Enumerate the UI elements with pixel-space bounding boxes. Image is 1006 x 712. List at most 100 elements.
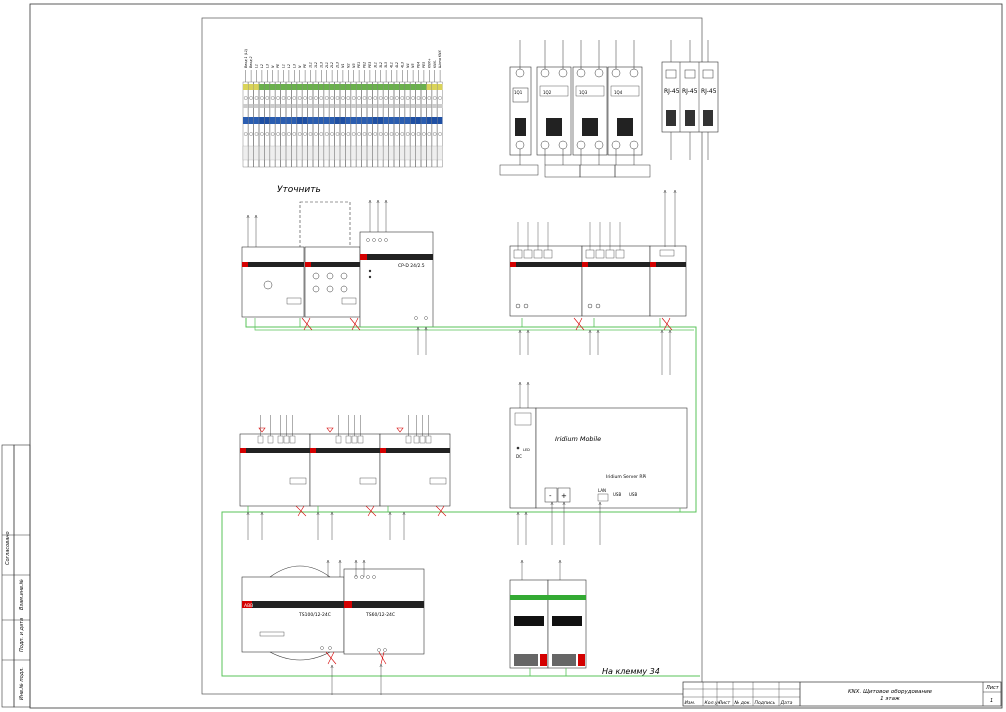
red-wire-marks — [258, 317, 673, 665]
terminal-label-36: KNX- — [433, 59, 437, 68]
stamp-col-2: Кол.уч — [705, 700, 721, 706]
terminal-label-20: N2 — [346, 63, 350, 68]
breaker-3: 1Q3 — [572, 40, 608, 165]
terminal-label-10: L3 — [292, 64, 296, 68]
iridium-server-group: DC LED Iridium Mobile Iridium Server RPi… — [509, 407, 688, 509]
terminal-label-15: 1L3 — [319, 62, 323, 68]
power-module-1 — [241, 246, 305, 318]
terminal-label-19: N1 — [341, 63, 345, 68]
led-label: LED — [523, 448, 530, 452]
stamp-col-1: Изм. — [685, 700, 696, 706]
stamp-col-6: Дата — [780, 700, 793, 706]
terminal-18: 2L3 — [334, 62, 340, 168]
terminal-33: PE4 — [415, 62, 421, 168]
drawing-frame — [201, 17, 703, 695]
terminal-label-8: L1 — [282, 64, 286, 68]
terminal-label-3: L1 — [255, 64, 259, 68]
stamp-sheet-number: 1 — [990, 698, 993, 704]
terminal-label-34: PE5 — [422, 62, 426, 68]
terminal-25: 3L1 — [372, 62, 378, 168]
terminal-label-25: 3L1 — [373, 62, 377, 68]
terminal-1: Ввод 1 (L1) — [242, 49, 249, 168]
knx-bus-wire — [221, 318, 700, 677]
wire-stubs — [246, 189, 677, 695]
terminal-label-29: 4L2 — [395, 62, 399, 68]
rj45-label-1: RJ-45 — [664, 88, 680, 95]
red-wire-1 — [301, 317, 313, 331]
terminal-label-35: KNX+ — [427, 58, 431, 68]
stamp-col-4: № док. — [734, 700, 751, 706]
terminal-label-32: N5 — [411, 63, 415, 68]
terminal-label-21: N3 — [352, 63, 356, 68]
terminal-label-31: N4 — [406, 63, 410, 68]
outer-frame — [29, 3, 1003, 709]
to-terminal-label: На клемму 34 — [602, 667, 660, 676]
terminal-36: KNX- — [431, 59, 438, 168]
stamp-sheet-label: Лист — [985, 685, 1000, 691]
terminal-30: 4L3 — [399, 62, 405, 168]
terminal-label-16: 2L1 — [325, 62, 329, 68]
side-label-podp: Подп. и дата — [19, 618, 25, 652]
cp-d-label: CP-D 24/2.5 — [398, 263, 425, 269]
terminal-20: N2 — [345, 63, 351, 168]
red-triangle-3 — [396, 427, 404, 433]
terminal-8: L1 — [280, 64, 286, 168]
terminal-17: 2L2 — [329, 62, 335, 168]
svg-text:-: - — [549, 492, 552, 500]
terminal-label-7: PE — [276, 63, 280, 68]
terminal-9: L2 — [286, 64, 292, 168]
stamp-title: KNX. Щитовое оборудование — [848, 689, 933, 695]
terminal-24: PE3 — [367, 62, 373, 168]
terminal-3: L1 — [253, 64, 259, 168]
terminal-label-12: PE — [303, 63, 307, 68]
terminal-label-6: N — [271, 65, 275, 68]
terminal-21: N3 — [350, 63, 357, 168]
terminal-34: PE5 — [421, 62, 427, 168]
terminal-label-28: 4L1 — [390, 62, 394, 68]
abb-logo-1: ABB — [244, 603, 253, 609]
red-wire-2 — [349, 317, 361, 331]
stamp-col-5: Подпись — [755, 700, 776, 706]
rj45-label-3: RJ-45 — [701, 88, 717, 95]
rj45-label-2: RJ-45 — [682, 88, 698, 95]
terminal-label-11: N — [298, 65, 302, 68]
terminal-label-14: 1L2 — [314, 62, 318, 68]
terminal-23: PE2 — [361, 62, 367, 168]
side-label-soglasovano: Согласовано — [5, 531, 11, 565]
breaker-label-1: 1Q1 — [514, 90, 523, 95]
terminal-32: N5 — [410, 63, 416, 168]
ts60-label: TS60/12-24C — [365, 612, 395, 618]
knx-actuator-group-top — [509, 222, 687, 317]
red-wire-5 — [295, 505, 307, 517]
terminal-22: PE1 — [356, 62, 362, 168]
breaker-label-3: 1Q3 — [579, 90, 588, 95]
red-wire-3 — [573, 317, 585, 331]
breaker-label-4: 1Q4 — [614, 90, 623, 95]
red-triangle-2 — [326, 427, 334, 433]
terminal-37: Шина KNX — [437, 49, 443, 168]
terminal-label-4: L2 — [260, 64, 264, 68]
terminal-16: 2L1 — [323, 62, 330, 168]
terminal-label-5: L3 — [265, 64, 269, 68]
terminal-label-30: 4L3 — [400, 62, 404, 68]
ts100-label: TS100/12-24C — [298, 612, 331, 618]
breaker-4: 1Q4 — [607, 40, 643, 165]
dc-label: DC — [516, 454, 522, 459]
rj45-group: RJ-45 RJ-45 RJ-45 — [661, 40, 719, 160]
red-wire-6 — [365, 505, 377, 517]
side-label-vzam: Взам.инв.№ — [19, 579, 25, 610]
usb-port-label-2: USB — [629, 492, 637, 497]
lan-port-label: LAN — [598, 488, 606, 493]
terminal-28: 4L1 — [388, 62, 394, 168]
breaker-2: 1Q2 — [536, 40, 572, 165]
breaker-group: 1Q2 1Q3 1Q4 1Q1 — [499, 40, 651, 178]
terminal-label-23: PE2 — [363, 62, 367, 68]
terminal-11: N — [296, 65, 303, 168]
terminal-2: Ввод 2 — [248, 56, 254, 168]
terminal-12: PE — [302, 63, 308, 168]
terminal-label-18: 2L3 — [336, 62, 340, 68]
terminal-4: L2 — [259, 64, 265, 168]
terminal-label-2: Ввод 2 — [249, 56, 253, 68]
